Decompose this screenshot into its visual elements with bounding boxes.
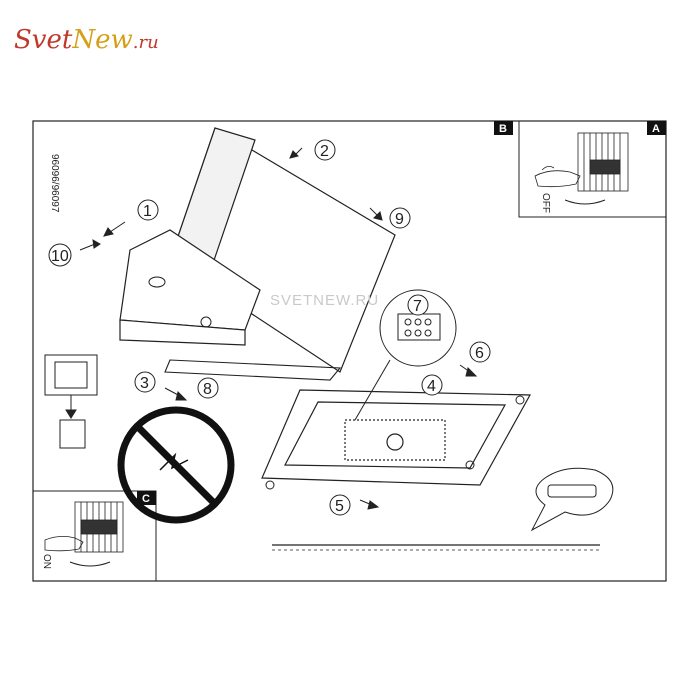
panel-a-label: A <box>652 123 660 135</box>
step-10-label: 10 <box>51 248 69 265</box>
wall-screw-icon <box>265 480 275 490</box>
screw-hole-icon <box>200 316 212 328</box>
step-callout-8: 8 <box>197 377 219 399</box>
logo-ru: .ru <box>133 32 159 53</box>
hand-icon <box>44 536 84 552</box>
hand-icon <box>534 166 581 188</box>
step-callout-2: 2 <box>314 139 336 161</box>
step-4-label: 4 <box>427 378 436 395</box>
panel-a-tag <box>647 121 666 135</box>
step-callout-10: 10 <box>48 243 72 267</box>
step-7-label: 7 <box>413 298 422 315</box>
panel-c-tag <box>137 491 156 505</box>
terminal-block-icon <box>577 132 629 192</box>
step-callout-3: 3 <box>134 371 156 393</box>
model-number: 96096/96097 <box>49 154 60 213</box>
panel-b-label: B <box>499 123 507 135</box>
floor-hatching <box>272 544 600 551</box>
step-callout-4: 4 <box>421 374 443 396</box>
step-3-label: 3 <box>140 375 149 392</box>
lamp-housing <box>119 127 396 373</box>
svetnew-logo: SvetNew.ru <box>14 25 159 55</box>
step-callout-6: 6 <box>469 341 491 363</box>
wall-screw-icon <box>465 460 475 470</box>
step-5-label: 5 <box>335 498 344 515</box>
svg-text:SvetNew.ru: SvetNew.ru <box>14 25 159 55</box>
panel-c: C ON <box>32 490 157 582</box>
panel-c-on-text: ON <box>41 554 52 569</box>
wall-plug-callout <box>530 467 614 532</box>
glass-inset <box>44 354 98 449</box>
assembly-arrows <box>79 147 478 510</box>
step-callout-5: 5 <box>329 494 351 516</box>
step-2-label: 2 <box>320 143 329 160</box>
step-callout-9: 9 <box>389 207 411 229</box>
connector-detail <box>354 289 457 421</box>
step-8-label: 8 <box>203 381 212 398</box>
panel-c-label: C <box>142 493 150 505</box>
step-6-label: 6 <box>475 345 484 362</box>
wall-screw-icon <box>515 395 525 405</box>
watermark: SVETNEW.RU <box>270 292 379 309</box>
panel-b-tag <box>494 121 513 135</box>
terminal-block-icon <box>74 501 124 553</box>
logo-svet: Svet <box>14 25 73 55</box>
diagram-frame <box>32 120 667 582</box>
curved-arrow-icon <box>69 561 111 567</box>
no-power-warning-icon <box>117 406 235 524</box>
panel-a-off-text: OFF <box>540 193 551 213</box>
step-callout-7: 7 <box>407 294 429 316</box>
panel-a-b: A B OFF <box>494 120 667 218</box>
step-callout-1: 1 <box>137 199 159 221</box>
step-9-label: 9 <box>395 211 404 228</box>
mounting-plate <box>261 389 532 486</box>
step-1-label: 1 <box>143 203 152 220</box>
logo-new: New <box>71 25 132 55</box>
curved-arrow-icon <box>564 199 606 205</box>
front-glass <box>164 359 342 381</box>
screw-icon <box>148 276 166 288</box>
